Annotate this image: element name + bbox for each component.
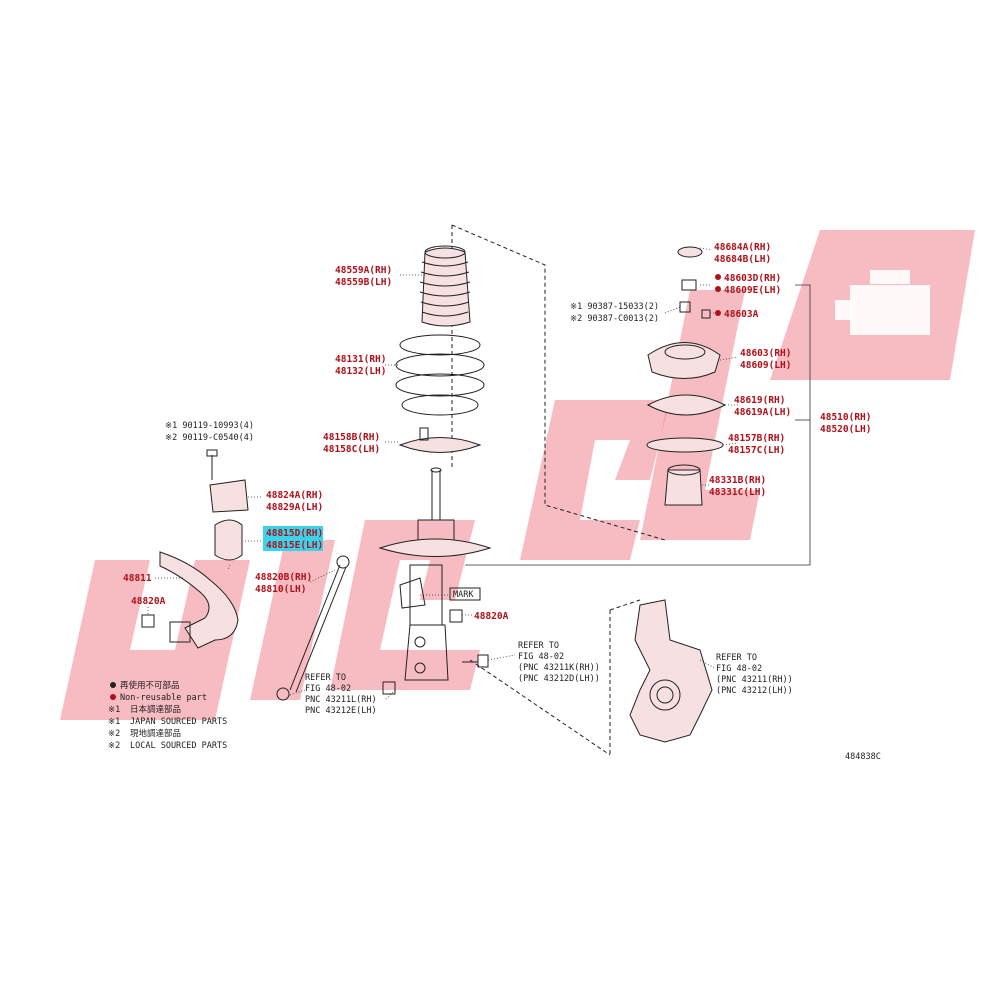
- refer-bolt-line4[interactable]: (PNC 43212D(LH)): [518, 674, 600, 684]
- refer-link-line3[interactable]: PNC 43211L(RH): [305, 695, 377, 705]
- note-bolt-local: ※2 90119-C0540(4): [165, 433, 254, 443]
- refer-knuckle-line2[interactable]: FIG 48-02: [716, 664, 762, 674]
- label-lower-seat-rh: 48158B(RH): [323, 432, 380, 443]
- label-link-lh: 48810(LH): [255, 584, 306, 595]
- label-bump-stopper-lh: 48559B(LH): [335, 277, 392, 288]
- legend-marker-4: ※1: [108, 717, 120, 727]
- mark-box: [449, 587, 481, 601]
- label-strut-assy-rh: 48510(RH): [820, 412, 871, 423]
- lower-nut: [382, 681, 396, 695]
- legend-item-3: 日本調達部品: [130, 704, 181, 715]
- refer-link-line1[interactable]: REFER TO: [305, 673, 346, 683]
- label-insulator-rh: 48331B(RH): [709, 475, 766, 486]
- label-bracket-lh: 48829A(LH): [266, 502, 323, 513]
- label-coil-spring-rh: 48131(RH): [335, 354, 386, 365]
- label-upper-seat-rh: 48157B(RH): [728, 433, 785, 444]
- knuckle-bolt: [462, 654, 489, 668]
- label-insulator-lh: 48331C(LH): [709, 487, 766, 498]
- stabilizer-bushing: [214, 519, 243, 561]
- stabilizer-link: [276, 555, 350, 701]
- assembly-dash-frame: [451, 224, 666, 541]
- label-bearing-rh: 48619(RH): [734, 395, 785, 406]
- legend-marker-6: ※2: [108, 741, 120, 751]
- note-top-bolt-local: ※2 90387-C0013(2): [570, 314, 659, 324]
- label-support-rh: 48603(RH): [740, 348, 791, 359]
- label-nut-strut: 48820A: [474, 611, 509, 622]
- label-nut-left: 48820A: [131, 596, 166, 607]
- refer-knuckle-line1[interactable]: REFER TO: [716, 653, 757, 663]
- legend-item-2: Non-reusable part: [120, 693, 207, 703]
- label-bushing-rh[interactable]: 48815D(RH): [266, 528, 323, 539]
- legend: 再使用不可部品 Non-reusable part ※1 日本調達部品 ※1 J…: [108, 680, 227, 751]
- strut-cap: [677, 246, 703, 258]
- label-support-lh: 48609(LH): [740, 360, 791, 371]
- refer-bolt-line1[interactable]: REFER TO: [518, 641, 559, 651]
- label-top-nut-rh: 48603D(RH): [724, 273, 781, 284]
- refer-bolt-line2[interactable]: FIG 48-02: [518, 652, 564, 662]
- strut-nut: [449, 609, 463, 623]
- label-link-rh: 48820B(RH): [255, 572, 312, 583]
- spring-insulator: [664, 464, 703, 506]
- label-bearing-lh: 48619A(LH): [734, 407, 791, 418]
- selected-part-highlight: [263, 526, 323, 551]
- legend-item-5: 現地調達部品: [130, 728, 181, 739]
- refer-knuckle-line4[interactable]: (PNC 43212(LH)): [716, 686, 793, 696]
- label-lower-seat-lh: 48158C(LH): [323, 444, 380, 455]
- label-mark: MARK: [453, 590, 474, 600]
- illustration-code: 484838C: [845, 752, 881, 762]
- refer-link-line4[interactable]: PNC 43212E(LH): [305, 706, 377, 716]
- refer-bolt-line3[interactable]: (PNC 43211K(RH)): [518, 663, 600, 673]
- label-upper-seat-lh: 48157C(LH): [728, 445, 785, 456]
- upper-spring-seat: [646, 437, 724, 453]
- bump-stopper: [419, 245, 471, 327]
- legend-marker-3: ※1: [108, 705, 120, 715]
- label-strut-assy-lh: 48520(LH): [820, 424, 871, 435]
- legend-item-4: JAPAN SOURCED PARTS: [130, 717, 227, 727]
- top-nut: [681, 279, 697, 291]
- coil-spring: [395, 334, 485, 416]
- label-cap-lh: 48684B(LH): [714, 254, 771, 265]
- top-bolts: [679, 301, 711, 319]
- legend-item-6: LOCAL SOURCED PARTS: [130, 741, 227, 751]
- label-cap-rh: 48684A(RH): [714, 242, 771, 253]
- refer-link-line2[interactable]: FIG 48-02: [305, 684, 351, 694]
- stabilizer-bracket: [209, 479, 249, 513]
- note-top-bolt-japan: ※1 90387-15033(2): [570, 302, 659, 312]
- label-top-bolt: 48603A: [724, 309, 759, 320]
- note-bolt-japan: ※1 90119-10993(4): [165, 421, 254, 431]
- strut-support: [647, 342, 721, 379]
- strut-assy-bracket-line: [465, 284, 811, 566]
- refer-knuckle-line3[interactable]: (PNC 43211(RH)): [716, 675, 793, 685]
- label-bracket-rh: 48824A(RH): [266, 490, 323, 501]
- legend-item-1: 再使用不可部品: [120, 680, 180, 691]
- bracket-bolt: [206, 449, 218, 480]
- steering-knuckle: [629, 599, 713, 743]
- stabilizer-nut-left: [141, 614, 155, 628]
- label-bump-stopper-rh: 48559A(RH): [335, 265, 392, 276]
- lower-spring-seat: [398, 427, 482, 453]
- label-stabilizer-bar: 48811: [123, 573, 152, 584]
- label-top-nut-lh: 48609E(LH): [724, 285, 781, 296]
- label-coil-spring-lh: 48132(LH): [335, 366, 386, 377]
- legend-marker-5: ※2: [108, 729, 120, 739]
- stabilizer-bar: [159, 551, 239, 649]
- label-bushing-lh[interactable]: 48815E(LH): [266, 540, 323, 551]
